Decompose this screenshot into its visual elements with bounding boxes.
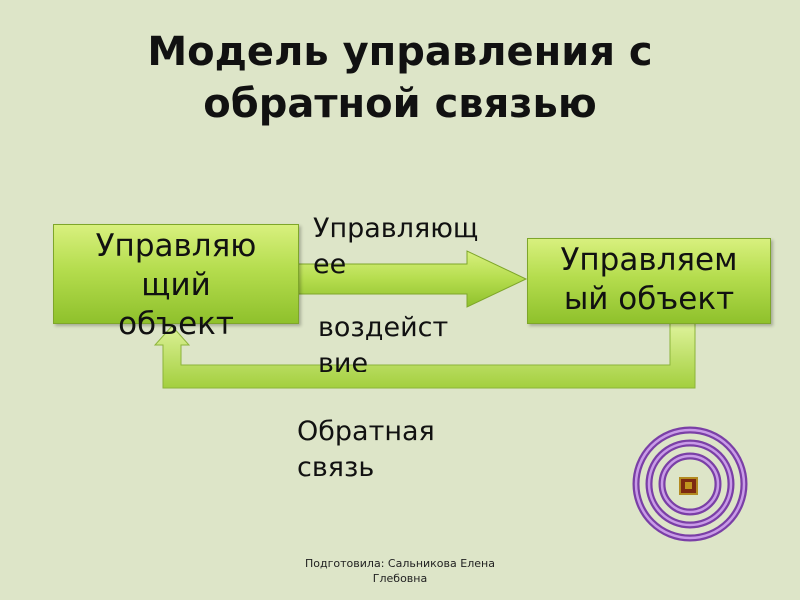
title-line-2: обратной связью [203, 81, 597, 127]
feedback-line-1: Обратная [297, 416, 435, 447]
control-action-arrow [296, 250, 528, 308]
controller-line-1: Управляю [95, 228, 257, 264]
footer-line-2: Глебовна [372, 572, 428, 585]
footer-author: Подготовила: Сальникова Елена Глебовна [0, 556, 800, 586]
control-action-line-1: Управляющ [313, 213, 479, 244]
title-line-1: Модель управления с [147, 29, 653, 75]
controller-line-2: щий [141, 267, 211, 303]
feedback-line-2: связь [297, 452, 375, 483]
footer-line-1: Подготовила: Сальникова Елена [305, 557, 495, 570]
controlled-line-2: ый объект [563, 281, 735, 317]
controlled-line-1: Управляем [560, 242, 738, 278]
feedback-arrow [153, 319, 696, 389]
controller-object-box: Управляю щий объект [53, 224, 299, 342]
control-action-label-top: Управляющ ее [313, 211, 478, 283]
control-action-line-2: ее [313, 249, 347, 280]
controlled-object-box: Управляем ый объект [527, 238, 771, 324]
control-action-line-4: вие [318, 348, 369, 372]
page-title: Модель управления с обратной связью [0, 26, 800, 130]
control-action-label-bottom: воздейст вие [318, 310, 448, 372]
feedback-label: Обратная связь [297, 414, 435, 486]
control-action-line-3: воздейст [318, 312, 449, 343]
controller-line-3: объект [118, 306, 234, 342]
